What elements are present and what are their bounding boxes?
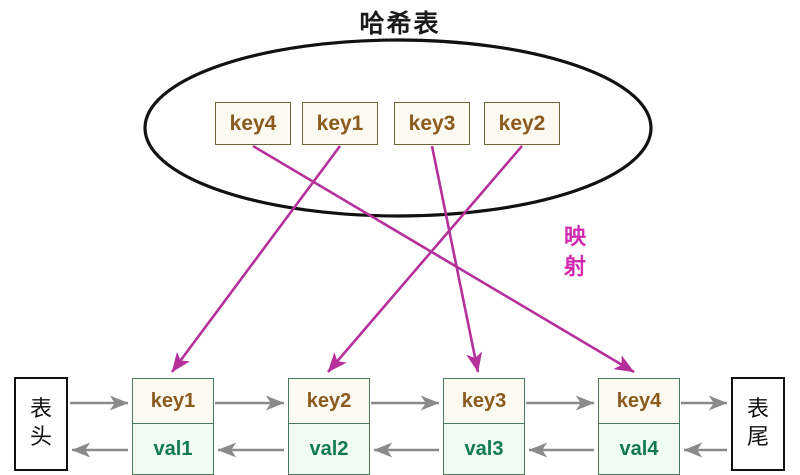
list-node[interactable]: key2 val2 — [288, 378, 370, 475]
list-node-val: val2 — [289, 424, 369, 474]
list-node-val: val4 — [599, 424, 679, 474]
list-head-box: 表头 — [14, 377, 68, 471]
mapping-arrow-key4 — [252, 144, 635, 374]
hash-key-box-3[interactable]: key3 — [394, 102, 470, 145]
mapping-arrow-key3 — [430, 145, 483, 373]
list-node-key: key3 — [444, 379, 524, 424]
list-node-key: key4 — [599, 379, 679, 424]
hash-table-ellipse — [143, 38, 653, 218]
list-node[interactable]: key4 val4 — [598, 378, 680, 475]
mapping-label: 映射 — [563, 224, 586, 280]
list-node-key: key2 — [289, 379, 369, 424]
list-node[interactable]: key1 val1 — [132, 378, 214, 475]
hash-key-box-4[interactable]: key2 — [484, 102, 560, 145]
list-node[interactable]: key3 val3 — [443, 378, 525, 475]
list-node-key: key1 — [133, 379, 213, 424]
hash-key-box-1[interactable]: key4 — [215, 102, 291, 145]
list-tail-box: 表尾 — [731, 377, 785, 471]
mapping-arrow-key2 — [327, 145, 523, 373]
list-node-val: val1 — [133, 424, 213, 474]
mapping-arrow-key1 — [170, 145, 342, 373]
hash-key-box-2[interactable]: key1 — [302, 102, 378, 145]
page-title: 哈希表 — [359, 9, 441, 38]
list-node-val: val3 — [444, 424, 524, 474]
